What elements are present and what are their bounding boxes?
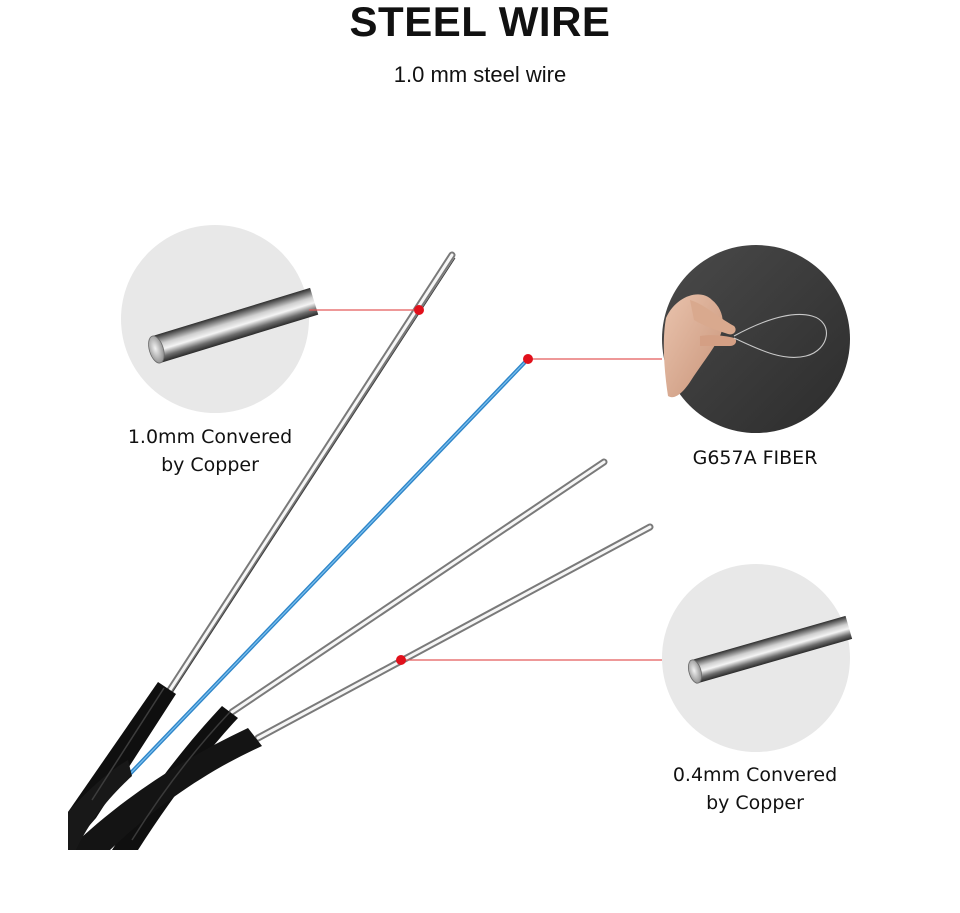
fiber-caption: G657A FIBER xyxy=(660,444,850,472)
fiber-caption-label: G657A FIBER xyxy=(692,447,818,469)
marker-fiber xyxy=(523,354,533,364)
steel-1mm-caption-line2: by Copper xyxy=(161,454,259,476)
page-title: STEEL WIRE xyxy=(349,0,611,45)
fiber-magnifier xyxy=(662,245,850,433)
page-subtitle: 1.0 mm steel wire xyxy=(393,62,567,87)
marker-steel-04mm xyxy=(396,655,406,665)
marker-steel-1mm xyxy=(414,305,424,315)
steel-1mm-caption: 1.0mm Convered by Copper xyxy=(100,423,320,479)
wire-group xyxy=(68,251,654,850)
steel-04mm-caption-line1: 0.4mm Convered xyxy=(672,764,838,786)
leader-lines xyxy=(309,305,662,665)
steel-04mm-caption-line2: by Copper xyxy=(706,792,804,814)
steel-1mm-caption-line1: 1.0mm Convered xyxy=(127,426,293,448)
steel-04mm-caption: 0.4mm Convered by Copper xyxy=(640,761,870,817)
steel-rod-04mm-magnifier xyxy=(662,564,853,752)
